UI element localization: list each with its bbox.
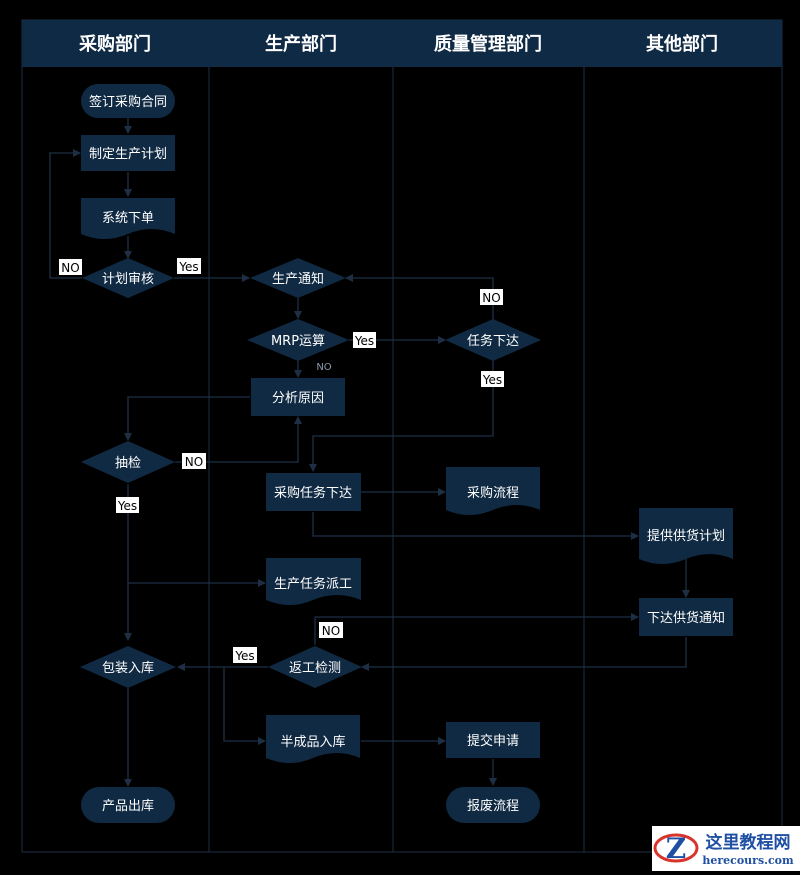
label-bg	[116, 497, 139, 513]
label-rework-yes: Yes	[234, 649, 254, 663]
logo-ring-icon	[653, 833, 699, 863]
node-plan-review: 计划审核	[102, 272, 154, 287]
node-product-out: 产品出库	[102, 798, 154, 814]
edge	[314, 613, 639, 645]
node-analyze-cause: 分析原因	[272, 391, 324, 406]
decision-node	[250, 258, 346, 298]
logo-mark: Z	[666, 832, 686, 865]
label-bg	[353, 332, 376, 348]
process-node	[81, 135, 175, 171]
node-sign-contract: 签订采购合同	[89, 94, 167, 110]
node-scrap-flow: 报废流程	[467, 798, 519, 814]
edge	[49, 149, 82, 279]
edge	[309, 360, 494, 472]
label-bg	[182, 453, 206, 469]
node-sampling: 抽检	[115, 456, 141, 471]
lane-title-purchasing: 采购部门	[78, 33, 151, 55]
edge	[175, 416, 302, 463]
decision-node	[445, 319, 541, 361]
node-production-notice: 生产通知	[272, 271, 324, 287]
edge	[312, 512, 639, 540]
document-node	[639, 508, 733, 564]
edge	[223, 667, 266, 745]
document-node	[446, 467, 540, 515]
edge-labels: NO Yes NO Yes NO Yes NO Yes NO Yes	[59, 258, 504, 663]
label-bg	[59, 259, 82, 275]
node-system-order: 系统下单	[102, 211, 154, 226]
terminator-node	[446, 787, 540, 823]
process-node	[251, 378, 345, 416]
swimlane-header	[22, 20, 782, 67]
label-rework-no: NO	[322, 624, 340, 638]
label-bg	[480, 289, 503, 305]
label-bg	[177, 258, 201, 274]
process-node	[446, 722, 540, 758]
process-node	[266, 473, 361, 511]
decision-node	[247, 319, 349, 361]
connectors	[49, 118, 690, 787]
label-bg	[481, 371, 504, 387]
label-sampling-yes: Yes	[117, 499, 137, 513]
site-logo: Z 这里教程网 herecours.com	[652, 826, 800, 871]
logo-title: 这里教程网	[706, 832, 791, 853]
node-task-dispatch: 任务下达	[467, 333, 519, 349]
lane-title-production: 生产部门	[265, 33, 337, 55]
node-production-task: 生产任务派工	[274, 576, 352, 592]
flow-nodes: 签订采购合同 制定生产计划 系统下单 计划审核 生产通知 MRP运算 任务下达 …	[80, 84, 733, 823]
label-bg	[319, 622, 343, 638]
node-mrp: MRP运算	[271, 334, 325, 349]
decision-node	[81, 441, 175, 483]
label-bg	[233, 647, 257, 663]
edge	[361, 637, 687, 671]
node-rework-check: 返工检测	[289, 661, 341, 676]
logo-url: herecours.com	[702, 854, 794, 867]
label-mrp-no: NO	[316, 362, 331, 373]
decision-node	[80, 646, 176, 688]
document-node	[266, 715, 360, 763]
lane-title-quality: 质量管理部门	[434, 33, 542, 55]
decision-node	[82, 258, 174, 298]
edge	[124, 396, 250, 441]
label-review-yes: Yes	[178, 260, 198, 274]
node-semi-storage: 半成品入库	[280, 734, 345, 750]
node-make-plan: 制定生产计划	[89, 147, 167, 162]
node-submit-request: 提交申请	[467, 733, 519, 749]
document-node	[81, 198, 175, 239]
process-node	[639, 598, 733, 636]
node-packing: 包装入库	[102, 660, 154, 676]
node-supply-notice: 下达供货通知	[647, 610, 725, 626]
decision-node	[268, 646, 362, 688]
terminator-node	[81, 84, 175, 118]
node-purchase-task: 采购任务下达	[274, 485, 352, 501]
label-mrp-yes: Yes	[354, 334, 374, 348]
label-dispatch-no: NO	[482, 291, 500, 305]
edge	[345, 274, 494, 320]
logo-graphic: Z 这里教程网 herecours.com	[653, 832, 794, 867]
label-dispatch-yes: Yes	[482, 373, 502, 387]
terminator-node	[81, 787, 175, 823]
document-node	[266, 558, 361, 605]
label-review-no: NO	[61, 261, 79, 275]
label-sampling-no: NO	[185, 455, 203, 469]
lane-title-other: 其他部门	[646, 33, 718, 55]
node-purchase-flow: 采购流程	[467, 485, 519, 501]
node-supply-plan: 提供供货计划	[647, 528, 725, 544]
